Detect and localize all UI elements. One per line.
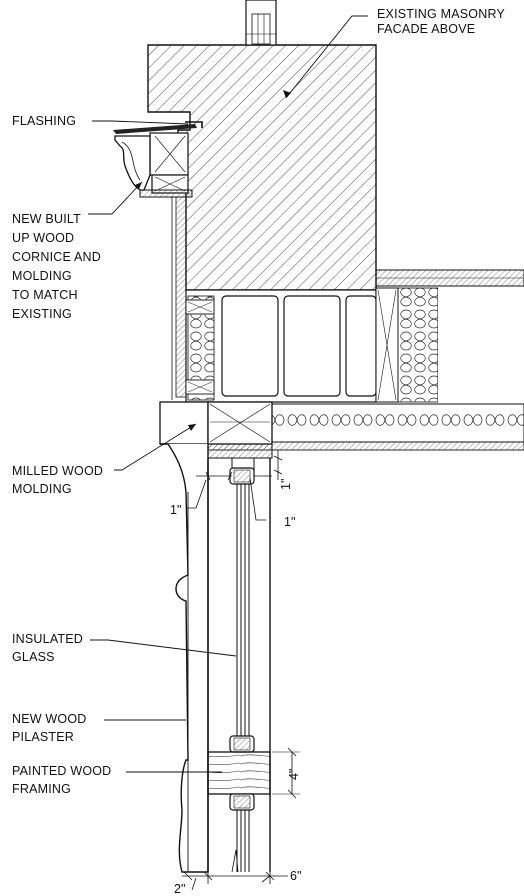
svg-text:PAINTED WOOD: PAINTED WOOD bbox=[12, 764, 111, 778]
floor-structure bbox=[185, 269, 524, 451]
dim-2: 2" bbox=[174, 882, 185, 896]
dimension-lines bbox=[182, 450, 300, 891]
label-flashing: FLASHING bbox=[12, 114, 76, 128]
upper-window-frame bbox=[245, 0, 277, 46]
svg-text:MOLDING: MOLDING bbox=[12, 269, 72, 283]
label-milled-molding: MILLED WOOD MOLDING bbox=[12, 464, 103, 496]
dimension-labels: 1" 1" 1" 4" 2" 6" bbox=[170, 479, 301, 896]
dim-1-left: 1" bbox=[170, 503, 181, 517]
label-insulated-glass: INSULATED GLASS bbox=[12, 632, 83, 664]
svg-text:CORNICE AND: CORNICE AND bbox=[12, 250, 101, 264]
cornice-molding bbox=[113, 121, 203, 198]
svg-text:FACADE ABOVE: FACADE ABOVE bbox=[377, 22, 475, 36]
leader-lines bbox=[88, 15, 368, 773]
svg-text:INSULATED: INSULATED bbox=[12, 632, 83, 646]
svg-text:FLASHING: FLASHING bbox=[12, 114, 76, 128]
dim-6: 6" bbox=[290, 869, 301, 883]
label-painted-framing: PAINTED WOOD FRAMING bbox=[12, 764, 111, 796]
svg-text:PILASTER: PILASTER bbox=[12, 730, 74, 744]
dim-1-right: 1" bbox=[284, 515, 295, 529]
svg-text:MOLDING: MOLDING bbox=[12, 482, 72, 496]
svg-text:NEW BUILT: NEW BUILT bbox=[12, 212, 81, 226]
label-pilaster: NEW WOOD PILASTER bbox=[12, 712, 87, 744]
window-frame bbox=[207, 458, 271, 872]
painted-wood-framing bbox=[207, 735, 271, 873]
svg-text:UP WOOD: UP WOOD bbox=[12, 231, 74, 245]
svg-text:MILLED WOOD: MILLED WOOD bbox=[12, 464, 103, 478]
svg-text:GLASS: GLASS bbox=[12, 650, 55, 664]
milled-molding bbox=[159, 401, 273, 471]
wood-pilaster bbox=[160, 443, 209, 873]
dim-4: 4" bbox=[287, 769, 301, 780]
wall-sheathing bbox=[171, 196, 187, 400]
label-cornice: NEW BUILT UP WOOD CORNICE AND MOLDING TO… bbox=[12, 212, 101, 321]
svg-text:NEW WOOD: NEW WOOD bbox=[12, 712, 87, 726]
svg-text:FRAMING: FRAMING bbox=[12, 782, 71, 796]
svg-text:TO MATCH: TO MATCH bbox=[12, 288, 78, 302]
dim-1-vertical: 1" bbox=[279, 479, 293, 490]
insulated-glass bbox=[236, 484, 250, 736]
svg-text:EXISTING: EXISTING bbox=[12, 307, 72, 321]
label-masonry: EXISTING MASONRY FACADE ABOVE bbox=[377, 7, 505, 36]
svg-text:EXISTING MASONRY: EXISTING MASONRY bbox=[377, 7, 505, 21]
